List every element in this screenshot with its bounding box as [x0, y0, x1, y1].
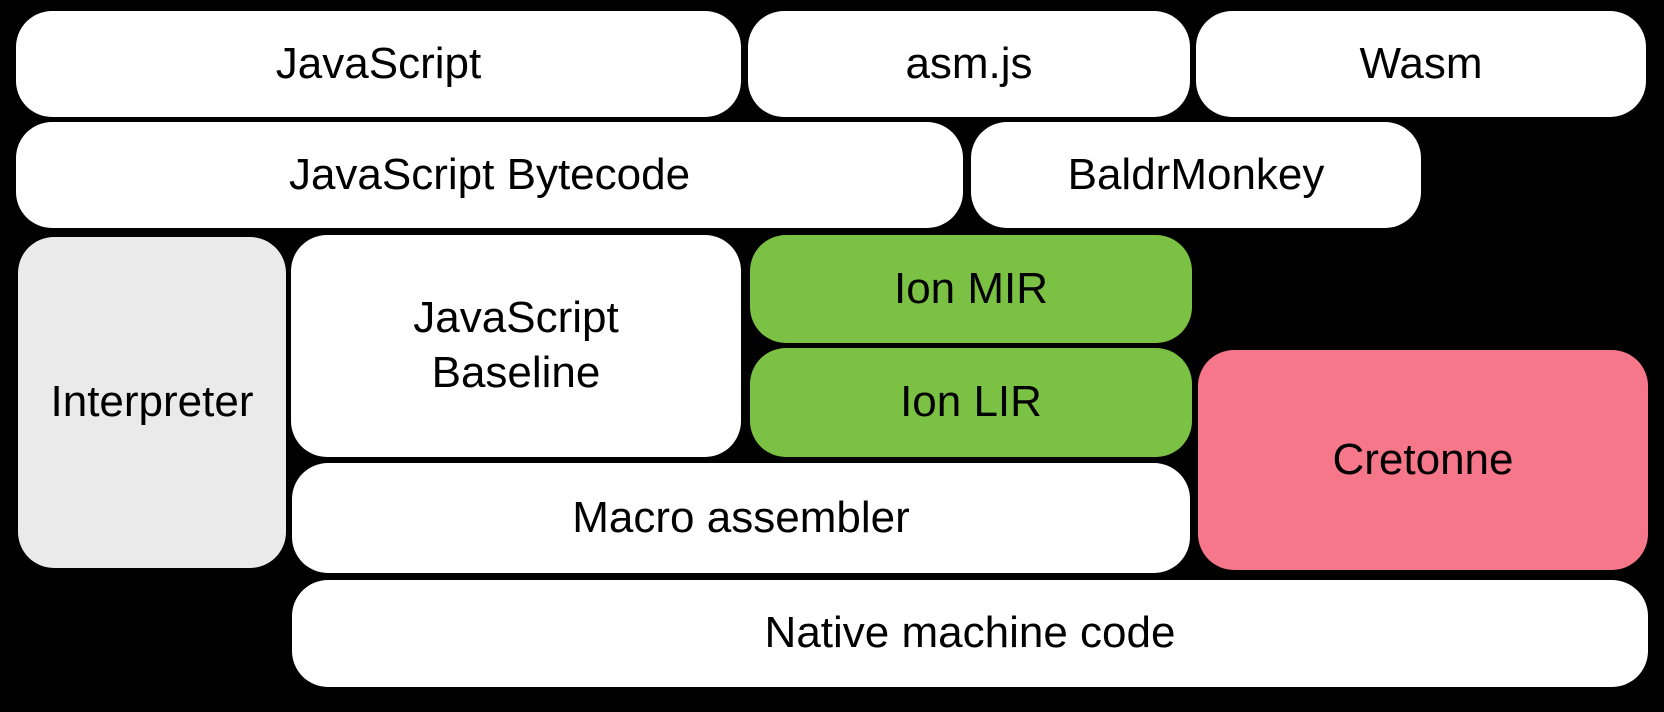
box-cretonne: Cretonne: [1198, 350, 1648, 570]
box-asmjs-label: asm.js: [905, 38, 1033, 88]
box-javascript-label: JavaScript: [275, 38, 482, 88]
box-ion-lir-label: Ion LIR: [900, 377, 1042, 427]
box-native-machine-code: Native machine code: [292, 580, 1648, 687]
box-wasm-label: Wasm: [1359, 38, 1483, 88]
box-asmjs: asm.js: [748, 11, 1190, 117]
box-javascript-bytecode-label: JavaScript Bytecode: [288, 149, 691, 199]
box-baldrmonkey-label: BaldrMonkey: [1067, 149, 1325, 199]
box-baldrmonkey: BaldrMonkey: [971, 122, 1421, 228]
box-macro-assembler: Macro assembler: [292, 463, 1190, 573]
box-ion-mir-label: Ion MIR: [893, 263, 1049, 313]
box-ion-mir: Ion MIR: [750, 235, 1192, 343]
box-wasm: Wasm: [1196, 11, 1646, 117]
box-native-machine-code-label: Native machine code: [764, 608, 1176, 658]
box-macro-assembler-label: Macro assembler: [572, 492, 910, 542]
box-ion-lir: Ion LIR: [750, 348, 1192, 457]
box-javascript-baseline-label: JavaScript Baseline: [413, 293, 619, 397]
box-interpreter-label: Interpreter: [50, 377, 254, 427]
box-interpreter: Interpreter: [18, 237, 286, 568]
box-javascript: JavaScript: [16, 11, 741, 117]
box-javascript-baseline: JavaScript Baseline: [291, 235, 741, 457]
box-javascript-bytecode: JavaScript Bytecode: [16, 122, 963, 228]
box-cretonne-label: Cretonne: [1332, 434, 1514, 484]
